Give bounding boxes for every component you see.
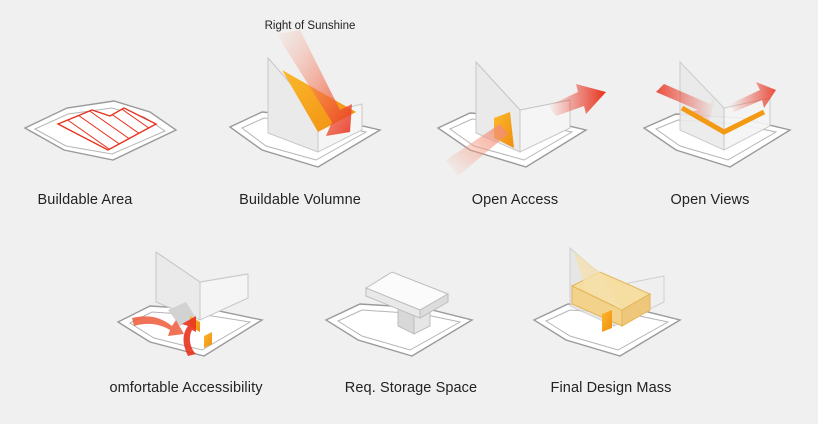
view-arrow-left (656, 84, 716, 126)
final-core (602, 310, 612, 332)
final-mass-peak (574, 252, 622, 310)
step-label-buildable-area: Buildable Area (37, 192, 133, 208)
storage-space-diagram (324, 271, 474, 357)
volume-roof-edge (475, 61, 571, 111)
step-label-final-design-mass: Final Design Mass (550, 380, 672, 396)
buildable-area-diagram (23, 100, 178, 161)
volume-roof-edge (155, 251, 249, 283)
step-label-open-views: Open Views (670, 192, 750, 208)
access-arrow (446, 124, 508, 176)
site-inner-outline (128, 311, 252, 351)
step-label-storage-space: Req. Storage Space (344, 380, 478, 396)
open-access-arrow (548, 84, 606, 116)
right-of-sunshine-annotation: Right of Sunshine (264, 20, 356, 32)
step-label-open-access: Open Access (471, 192, 559, 208)
view-arrow-right (730, 82, 776, 112)
entry-highlight-right (204, 332, 212, 348)
access-arrow-left (132, 316, 184, 336)
site-inner-outline (654, 119, 778, 161)
access-arrow-bottom (182, 316, 196, 356)
final-mass-right (621, 293, 651, 327)
open-access-diagram (436, 60, 606, 176)
buildable-volume-diagram (228, 30, 382, 168)
step-label-buildable-volume: Buildable Volumne (239, 192, 361, 208)
buildable-area-hatch (56, 107, 158, 151)
open-views-diagram (642, 60, 792, 168)
final-design-mass-diagram (532, 246, 682, 357)
site-inner-outline (241, 117, 368, 161)
view-frame (680, 105, 766, 135)
site-inner-outline (336, 309, 462, 351)
comfortable-accessibility-diagram (116, 251, 264, 357)
step-label-comfortable-accessibility: omfortable Accessibility (109, 380, 263, 396)
storage-slab-side (419, 293, 449, 319)
site-inner-outline (544, 309, 670, 351)
sunshine-arrow (278, 30, 352, 136)
